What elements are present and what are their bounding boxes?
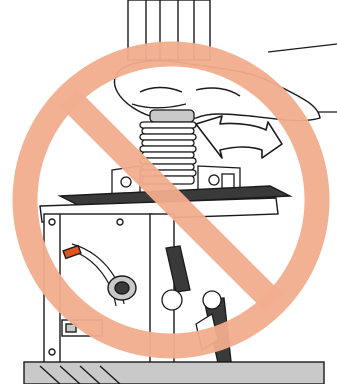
double-arrow-icon [196, 116, 282, 158]
base-block [24, 362, 324, 384]
